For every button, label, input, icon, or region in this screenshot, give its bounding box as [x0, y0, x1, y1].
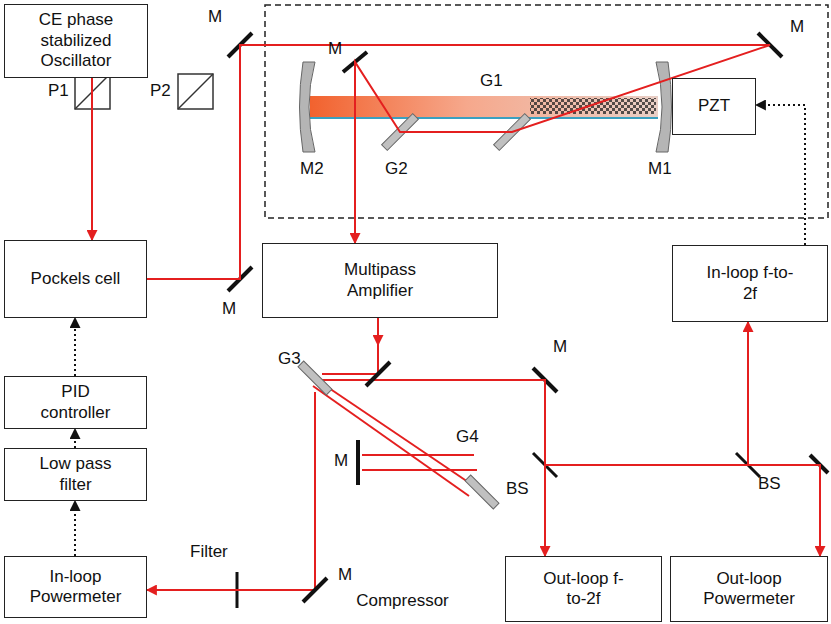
- box-text: Compressor: [356, 591, 449, 611]
- box-text: CE phase stabilized Oscillator: [11, 10, 141, 71]
- device-box: PID controller: [4, 376, 147, 429]
- part-label: G2: [385, 160, 408, 179]
- part-label: BS: [758, 475, 781, 494]
- part-label: M: [222, 300, 236, 319]
- part-label: M: [208, 8, 222, 27]
- device-box: PZT: [672, 78, 756, 135]
- polarizer: [178, 74, 213, 109]
- mirror: [366, 362, 390, 386]
- feedback-signal: [74, 501, 76, 556]
- feedback-signal: [74, 429, 76, 448]
- box-text: Out-loop f-to-2f: [539, 569, 629, 610]
- part-label: M: [790, 18, 804, 37]
- grating: [465, 475, 499, 509]
- part-label: G4: [456, 428, 479, 447]
- laser-beam: [500, 380, 545, 556]
- part-label: M: [328, 40, 342, 59]
- box-text: PID controller: [31, 382, 121, 423]
- feedback-signal: [74, 318, 76, 376]
- stretcher-region: [265, 5, 828, 218]
- part-label: P1: [48, 82, 69, 101]
- grating: [298, 361, 332, 395]
- part-label: M: [334, 452, 348, 471]
- part-label: BS: [506, 480, 529, 499]
- box-text: PZT: [698, 96, 730, 116]
- beam-texture: [530, 98, 656, 114]
- compressor-region: Compressor: [265, 345, 500, 623]
- part-label: M: [553, 338, 567, 357]
- polarizer: [178, 74, 213, 109]
- curved-mirror: [300, 62, 316, 152]
- part-label: M1: [648, 160, 672, 179]
- laser-beam: [91, 78, 93, 240]
- part-label: M2: [300, 160, 324, 179]
- device-box: Out-loop Powermeter: [670, 556, 828, 622]
- stretched-beam: [310, 96, 658, 118]
- beam-edge: [310, 117, 658, 119]
- part-label: P2: [150, 82, 171, 101]
- laser-beam: [500, 322, 748, 465]
- laser-beam: [377, 318, 379, 345]
- curved-mirror: [656, 62, 672, 152]
- box-text: In-loop f-to-2f: [705, 263, 795, 304]
- part-label: G3: [278, 350, 301, 369]
- device-box: Out-loop f-to-2f: [505, 556, 662, 622]
- mirror: [356, 440, 360, 485]
- box-text: In-loop Powermeter: [26, 567, 126, 608]
- part-label: G1: [480, 72, 503, 91]
- box-text: Multipass Amplifier: [325, 260, 435, 301]
- device-box: CE phase stabilized Oscillator: [4, 4, 148, 78]
- part-label: Filter: [190, 543, 228, 562]
- device-box: Multipass Amplifier: [262, 243, 498, 318]
- beam-path: [265, 345, 500, 590]
- box-text: Pockels cell: [31, 269, 121, 289]
- mirror: [303, 578, 327, 602]
- box-text: Low pass filter: [31, 454, 121, 495]
- device-box: Pockels cell: [4, 240, 147, 318]
- device-box: In-loop Powermeter: [4, 556, 147, 618]
- device-box: Low pass filter: [4, 448, 147, 501]
- device-box: In-loop f-to-2f: [672, 245, 828, 322]
- part-label: M: [338, 566, 352, 585]
- laser-beam: [147, 589, 265, 591]
- box-text: Out-loop Powermeter: [699, 569, 799, 610]
- laser-beam: [500, 380, 820, 556]
- feedback-signal: [756, 105, 805, 245]
